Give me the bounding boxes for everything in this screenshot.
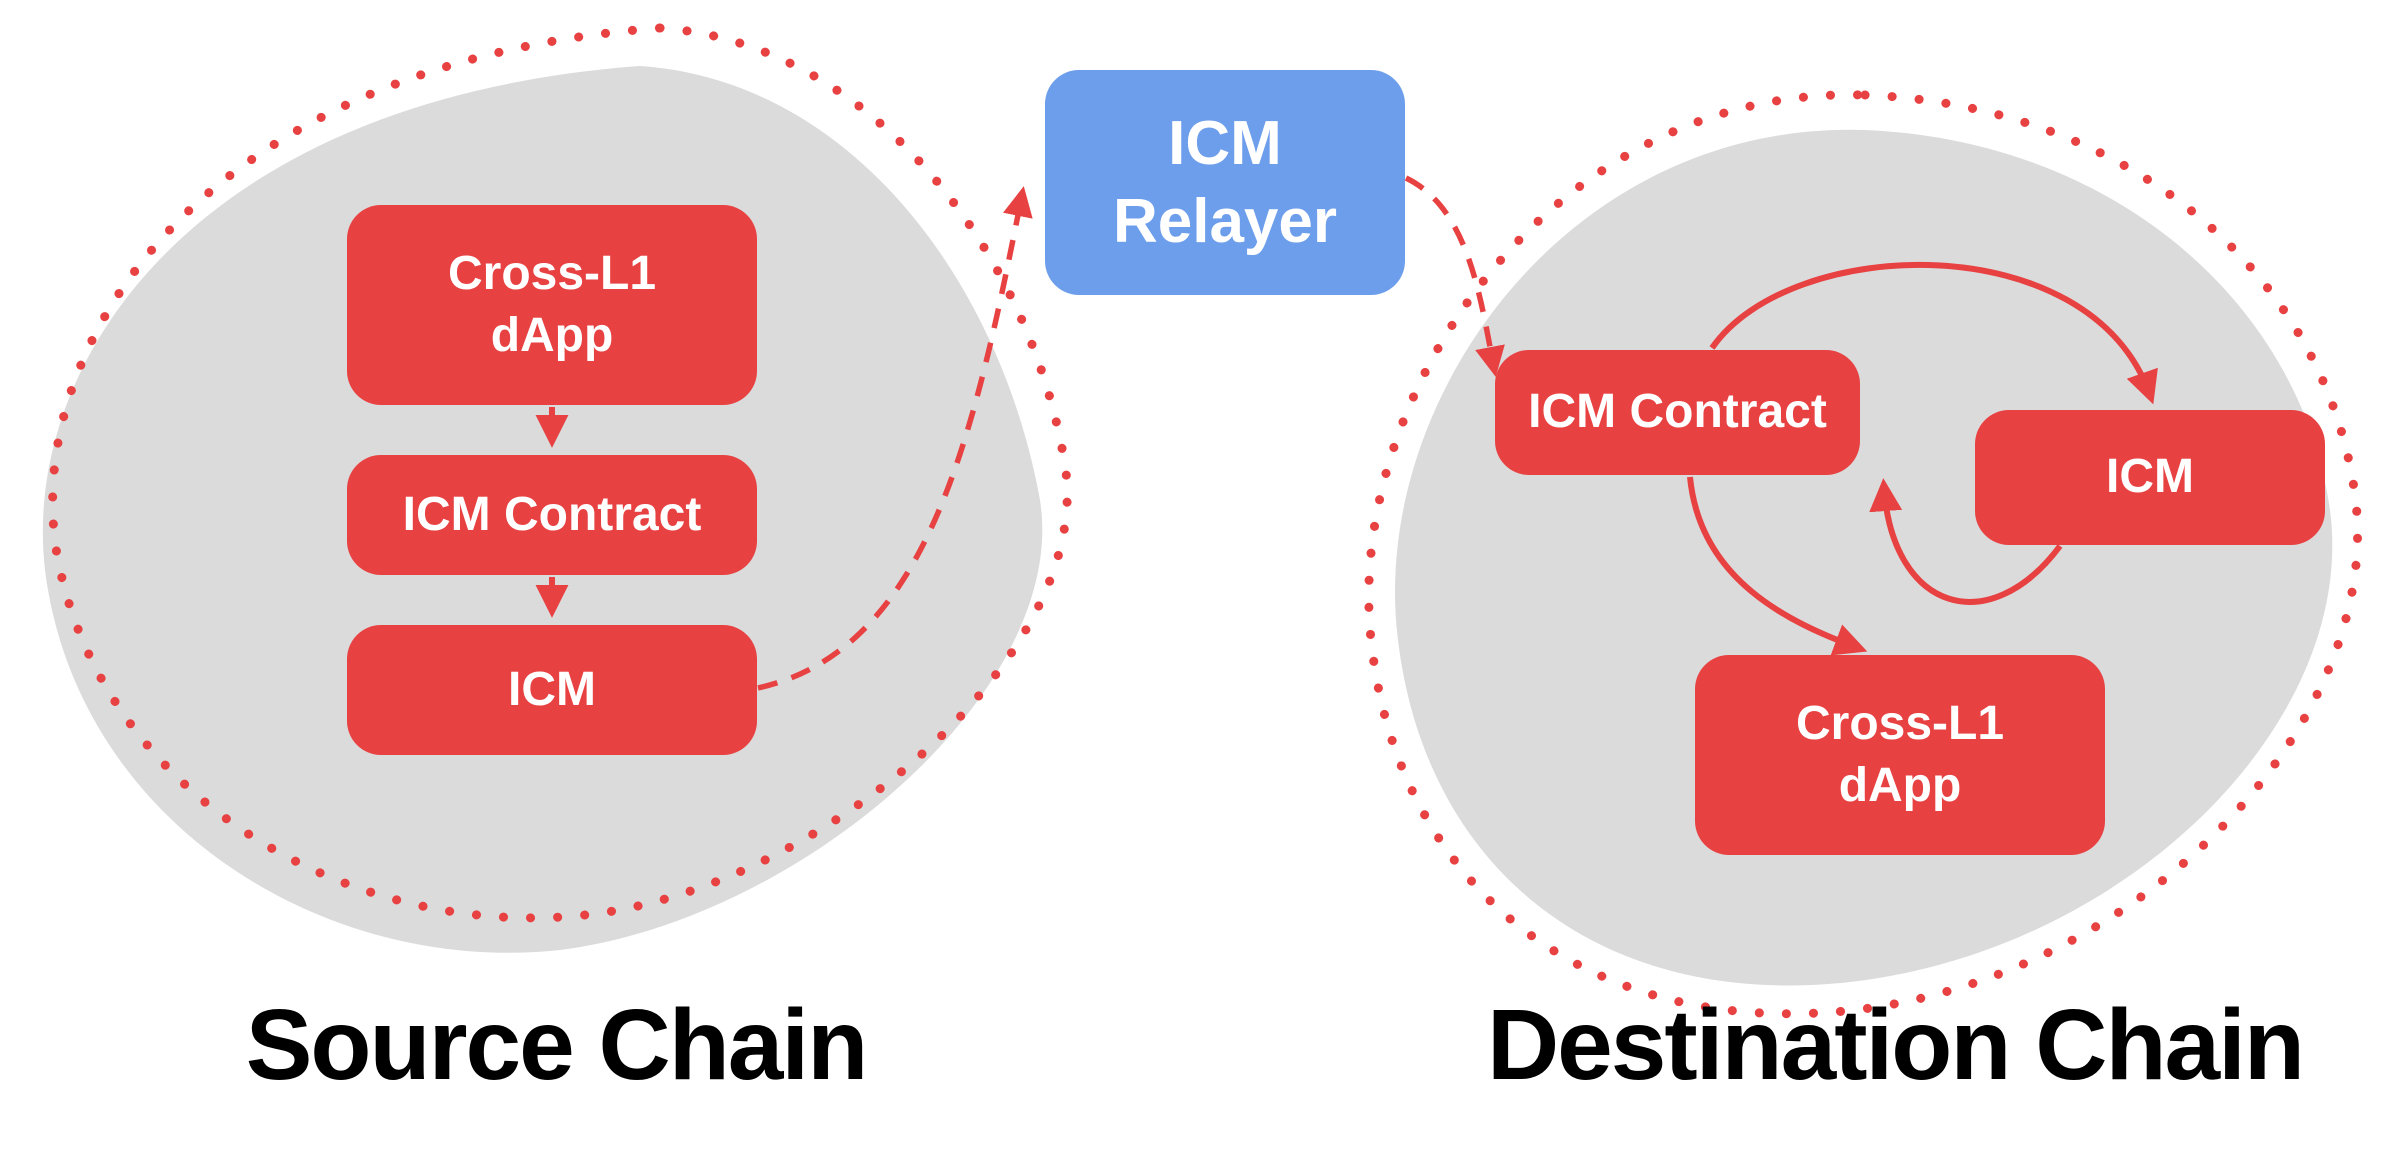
icm-relayer-box: ICM Relayer — [1045, 70, 1405, 295]
source-icm-box: ICM — [347, 625, 757, 755]
source-chain-title: Source Chain — [245, 989, 869, 1101]
source-dapp-box: Cross-L1 dApp — [347, 205, 757, 405]
destination-icm-box: ICM — [1975, 410, 2325, 545]
arrow-destination-contract-to-dapp — [1687, 476, 1868, 656]
destination-chain-title: Destination Chain — [1486, 989, 2305, 1101]
dashed-arrow-source-icm-to-relayer — [757, 186, 1033, 691]
dashed-arrow-relayer-to-destination-contract — [1404, 175, 1505, 377]
destination-dapp-box: Cross-L1 dApp — [1695, 655, 2105, 855]
destination-icm-contract-box: ICM Contract — [1495, 350, 1860, 475]
destination-chain-blob — [1394, 129, 2333, 986]
destination-chain-dotted-outline — [1364, 90, 2363, 1019]
source-icm-contract-box: ICM Contract — [347, 455, 757, 575]
